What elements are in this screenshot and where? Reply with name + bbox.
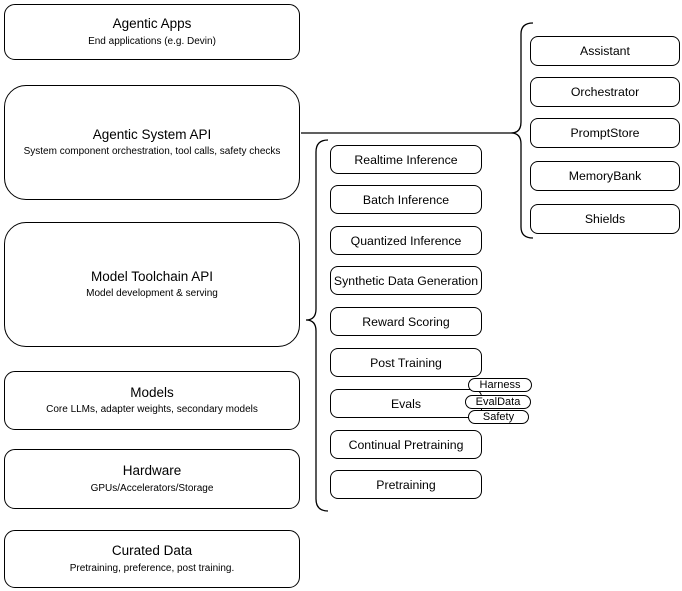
node-label: Shields <box>584 212 626 226</box>
node-subtitle: Model development & serving <box>86 288 218 300</box>
node-reward-scoring: Reward Scoring <box>330 307 482 336</box>
tag-label: EvalData <box>475 395 521 408</box>
node-memorybank: MemoryBank <box>530 161 680 191</box>
node-agentic-apps: Agentic Apps End applications (e.g. Devi… <box>4 4 300 60</box>
middle-group-brace <box>305 139 329 512</box>
node-label: Orchestrator <box>570 85 640 99</box>
node-label: Evals <box>390 396 422 411</box>
node-subtitle: End applications (e.g. Devin) <box>88 35 216 47</box>
node-continual-pretraining: Continual Pretraining <box>330 430 482 459</box>
node-subtitle: Core LLMs, adapter weights, secondary mo… <box>46 404 258 416</box>
node-hardware: Hardware GPUs/Accelerators/Storage <box>4 449 300 509</box>
node-title: Agentic Apps <box>112 16 192 32</box>
node-evals: Evals <box>330 389 482 418</box>
node-title: Curated Data <box>111 543 193 559</box>
node-subtitle: GPUs/Accelerators/Storage <box>90 482 214 494</box>
node-title: Hardware <box>122 463 182 479</box>
node-label: Pretraining <box>376 477 436 492</box>
node-label: Post Training <box>370 355 442 370</box>
node-quantized-inference: Quantized Inference <box>330 226 482 255</box>
node-title: Agentic System API <box>92 126 212 142</box>
node-orchestrator: Orchestrator <box>530 77 680 107</box>
node-label: MemoryBank <box>568 169 642 183</box>
node-label: Realtime Inference <box>354 152 458 167</box>
node-label: PromptStore <box>570 126 640 140</box>
node-agentic-system-api: Agentic System API System component orch… <box>4 85 300 200</box>
tag-safety: Safety <box>468 410 529 424</box>
node-promptstore: PromptStore <box>530 118 680 148</box>
node-label: Reward Scoring <box>362 314 450 329</box>
node-label: Continual Pretraining <box>348 437 464 452</box>
node-curated-data: Curated Data Pretraining, preference, po… <box>4 530 300 588</box>
node-label: Quantized Inference <box>350 233 462 248</box>
tag-label: Harness <box>479 378 521 391</box>
node-label: Batch Inference <box>362 192 450 207</box>
node-synthetic-data-generation: Synthetic Data Generation <box>330 266 482 295</box>
node-post-training: Post Training <box>330 348 482 377</box>
tag-label: Safety <box>482 410 515 423</box>
node-assistant: Assistant <box>530 36 680 66</box>
tag-evaldata: EvalData <box>465 395 531 409</box>
node-realtime-inference: Realtime Inference <box>330 145 482 174</box>
node-label: Synthetic Data Generation <box>333 273 479 288</box>
node-pretraining: Pretraining <box>330 470 482 499</box>
node-batch-inference: Batch Inference <box>330 185 482 214</box>
node-title: Models <box>130 384 174 400</box>
node-models: Models Core LLMs, adapter weights, secon… <box>4 371 300 430</box>
node-shields: Shields <box>530 204 680 234</box>
node-label: Assistant <box>580 44 630 58</box>
tag-harness: Harness <box>468 378 532 392</box>
node-subtitle: Pretraining, preference, post training. <box>69 562 235 574</box>
node-title: Model Toolchain API <box>90 268 214 284</box>
node-model-toolchain-api: Model Toolchain API Model development & … <box>4 222 300 347</box>
node-subtitle: System component orchestration, tool cal… <box>23 146 281 158</box>
